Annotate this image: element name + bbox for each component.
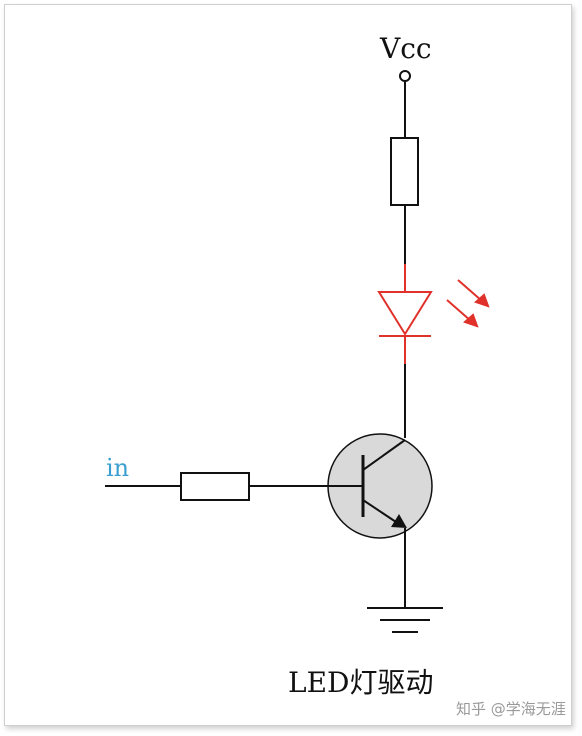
figure-frame (4, 4, 572, 726)
diagram-caption: LED灯驱动 (288, 666, 433, 699)
led-symbol (377, 264, 433, 364)
input-label: in (106, 454, 129, 482)
base-resistor (180, 472, 250, 501)
vcc-label: Vcc (379, 32, 432, 65)
ground-symbol (367, 607, 443, 633)
watermark: 知乎 @学海无涯 (456, 700, 566, 718)
collector-resistor (390, 137, 419, 206)
npn-transistor (327, 433, 433, 539)
light-emission-arrows (446, 279, 490, 328)
vcc-terminal (399, 70, 411, 82)
